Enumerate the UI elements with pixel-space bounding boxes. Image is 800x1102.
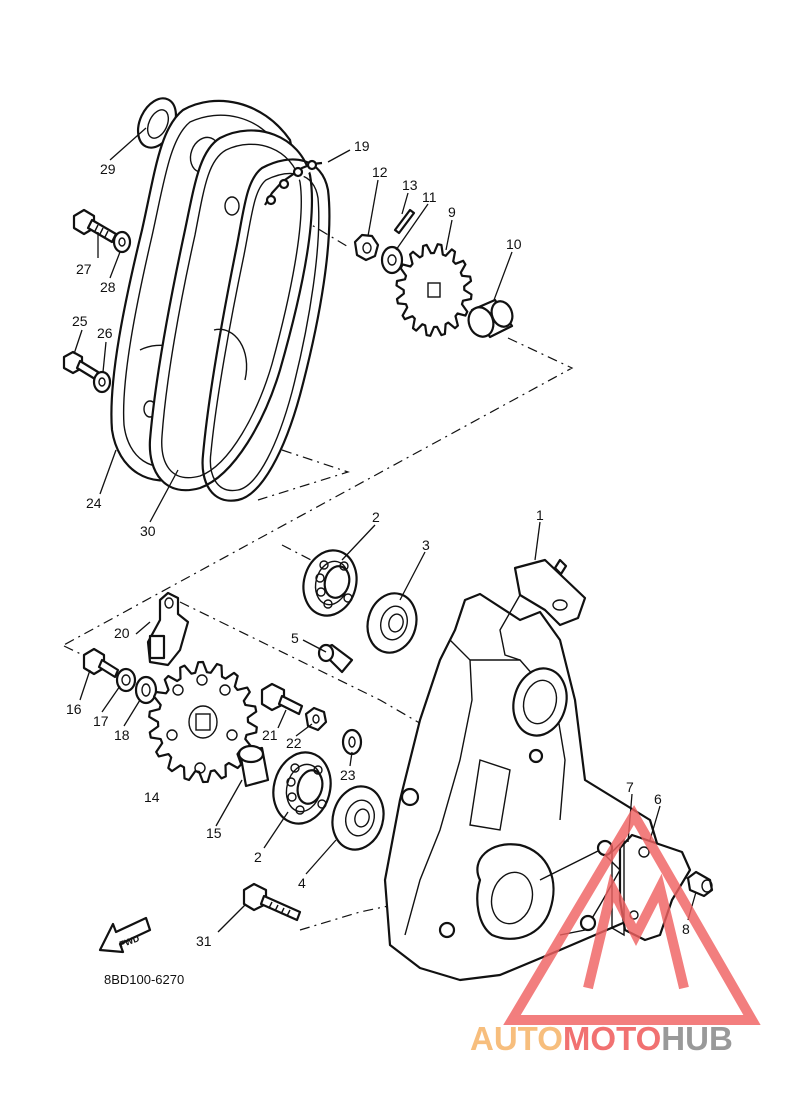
label-9: 9: [448, 204, 456, 220]
washer-26: [92, 370, 112, 394]
label-25: 25: [72, 313, 88, 329]
label-24: 24: [86, 495, 102, 511]
drive-chain: [201, 158, 331, 502]
bolt-8: [686, 870, 714, 898]
label-3: 3: [422, 537, 430, 553]
label-7: 7: [626, 779, 634, 795]
label-19: 19: [354, 138, 370, 154]
sprocket-9: [395, 243, 473, 337]
gasket-30: [148, 129, 313, 492]
washer-11: [380, 245, 404, 275]
oil-seal-4: [331, 785, 385, 851]
watermark-part-auto: AUTO: [470, 1020, 563, 1057]
watermark-part-moto: MOTO: [563, 1020, 661, 1057]
label-12: 12: [372, 164, 388, 180]
bolt-16: [82, 647, 120, 679]
label-26: 26: [97, 325, 113, 341]
chain-joint-19: [264, 159, 323, 206]
collar-15: [237, 744, 270, 788]
chain-tensioner-20: [146, 591, 190, 667]
washer-17: [115, 667, 137, 693]
bearing-2-lower: [272, 751, 332, 825]
bolt-31: [242, 882, 302, 922]
label-6: 6: [654, 791, 662, 807]
label-11: 11: [422, 189, 437, 205]
label-23: 23: [340, 767, 356, 783]
label-14: 14: [144, 789, 160, 805]
nut-12: [353, 233, 380, 262]
label-30: 30: [140, 523, 156, 539]
label-2-lower: 2: [254, 849, 262, 865]
label-20: 20: [114, 625, 130, 641]
washer-23: [341, 728, 363, 756]
label-18: 18: [114, 727, 130, 743]
label-17: 17: [93, 713, 109, 729]
watermark-logo: [503, 805, 761, 1025]
label-15: 15: [206, 825, 222, 841]
label-21: 21: [262, 727, 278, 743]
washer-18: [134, 675, 158, 705]
label-5: 5: [291, 630, 299, 646]
label-31: 31: [196, 933, 212, 949]
diagram-code: 8BD100-6270: [104, 972, 184, 987]
label-27: 27: [76, 261, 92, 277]
bolt-27: [72, 208, 118, 244]
leader-lines: [73, 127, 697, 933]
label-1: 1: [536, 507, 544, 523]
cotter-pin-13: [393, 208, 416, 235]
label-10: 10: [506, 236, 522, 252]
label-2-upper: 2: [372, 509, 380, 525]
sprocket-14: [148, 660, 258, 784]
bolt-25: [62, 350, 100, 381]
label-22: 22: [286, 735, 302, 751]
bolt-21: [260, 682, 304, 716]
label-28: 28: [100, 279, 116, 295]
bolt-5: [317, 643, 354, 674]
collar-10: [467, 298, 514, 339]
label-8: 8: [682, 921, 690, 937]
watermark-text: AUTOMOTOHUB: [470, 1020, 733, 1057]
watermark-part-hub: HUB: [661, 1020, 733, 1057]
oil-seal-3: [366, 592, 418, 654]
label-29: 29: [100, 161, 116, 177]
washer-28: [112, 230, 132, 254]
label-16: 16: [66, 701, 82, 717]
bearing-2-upper: [302, 549, 358, 617]
fwd-arrow-icon: FWD: [98, 916, 152, 954]
label-13: 13: [402, 177, 418, 193]
label-4: 4: [298, 875, 306, 891]
part-labels: 29 27 28 25 26 19 12 13 11 9 10 24 30 1 …: [66, 138, 690, 949]
